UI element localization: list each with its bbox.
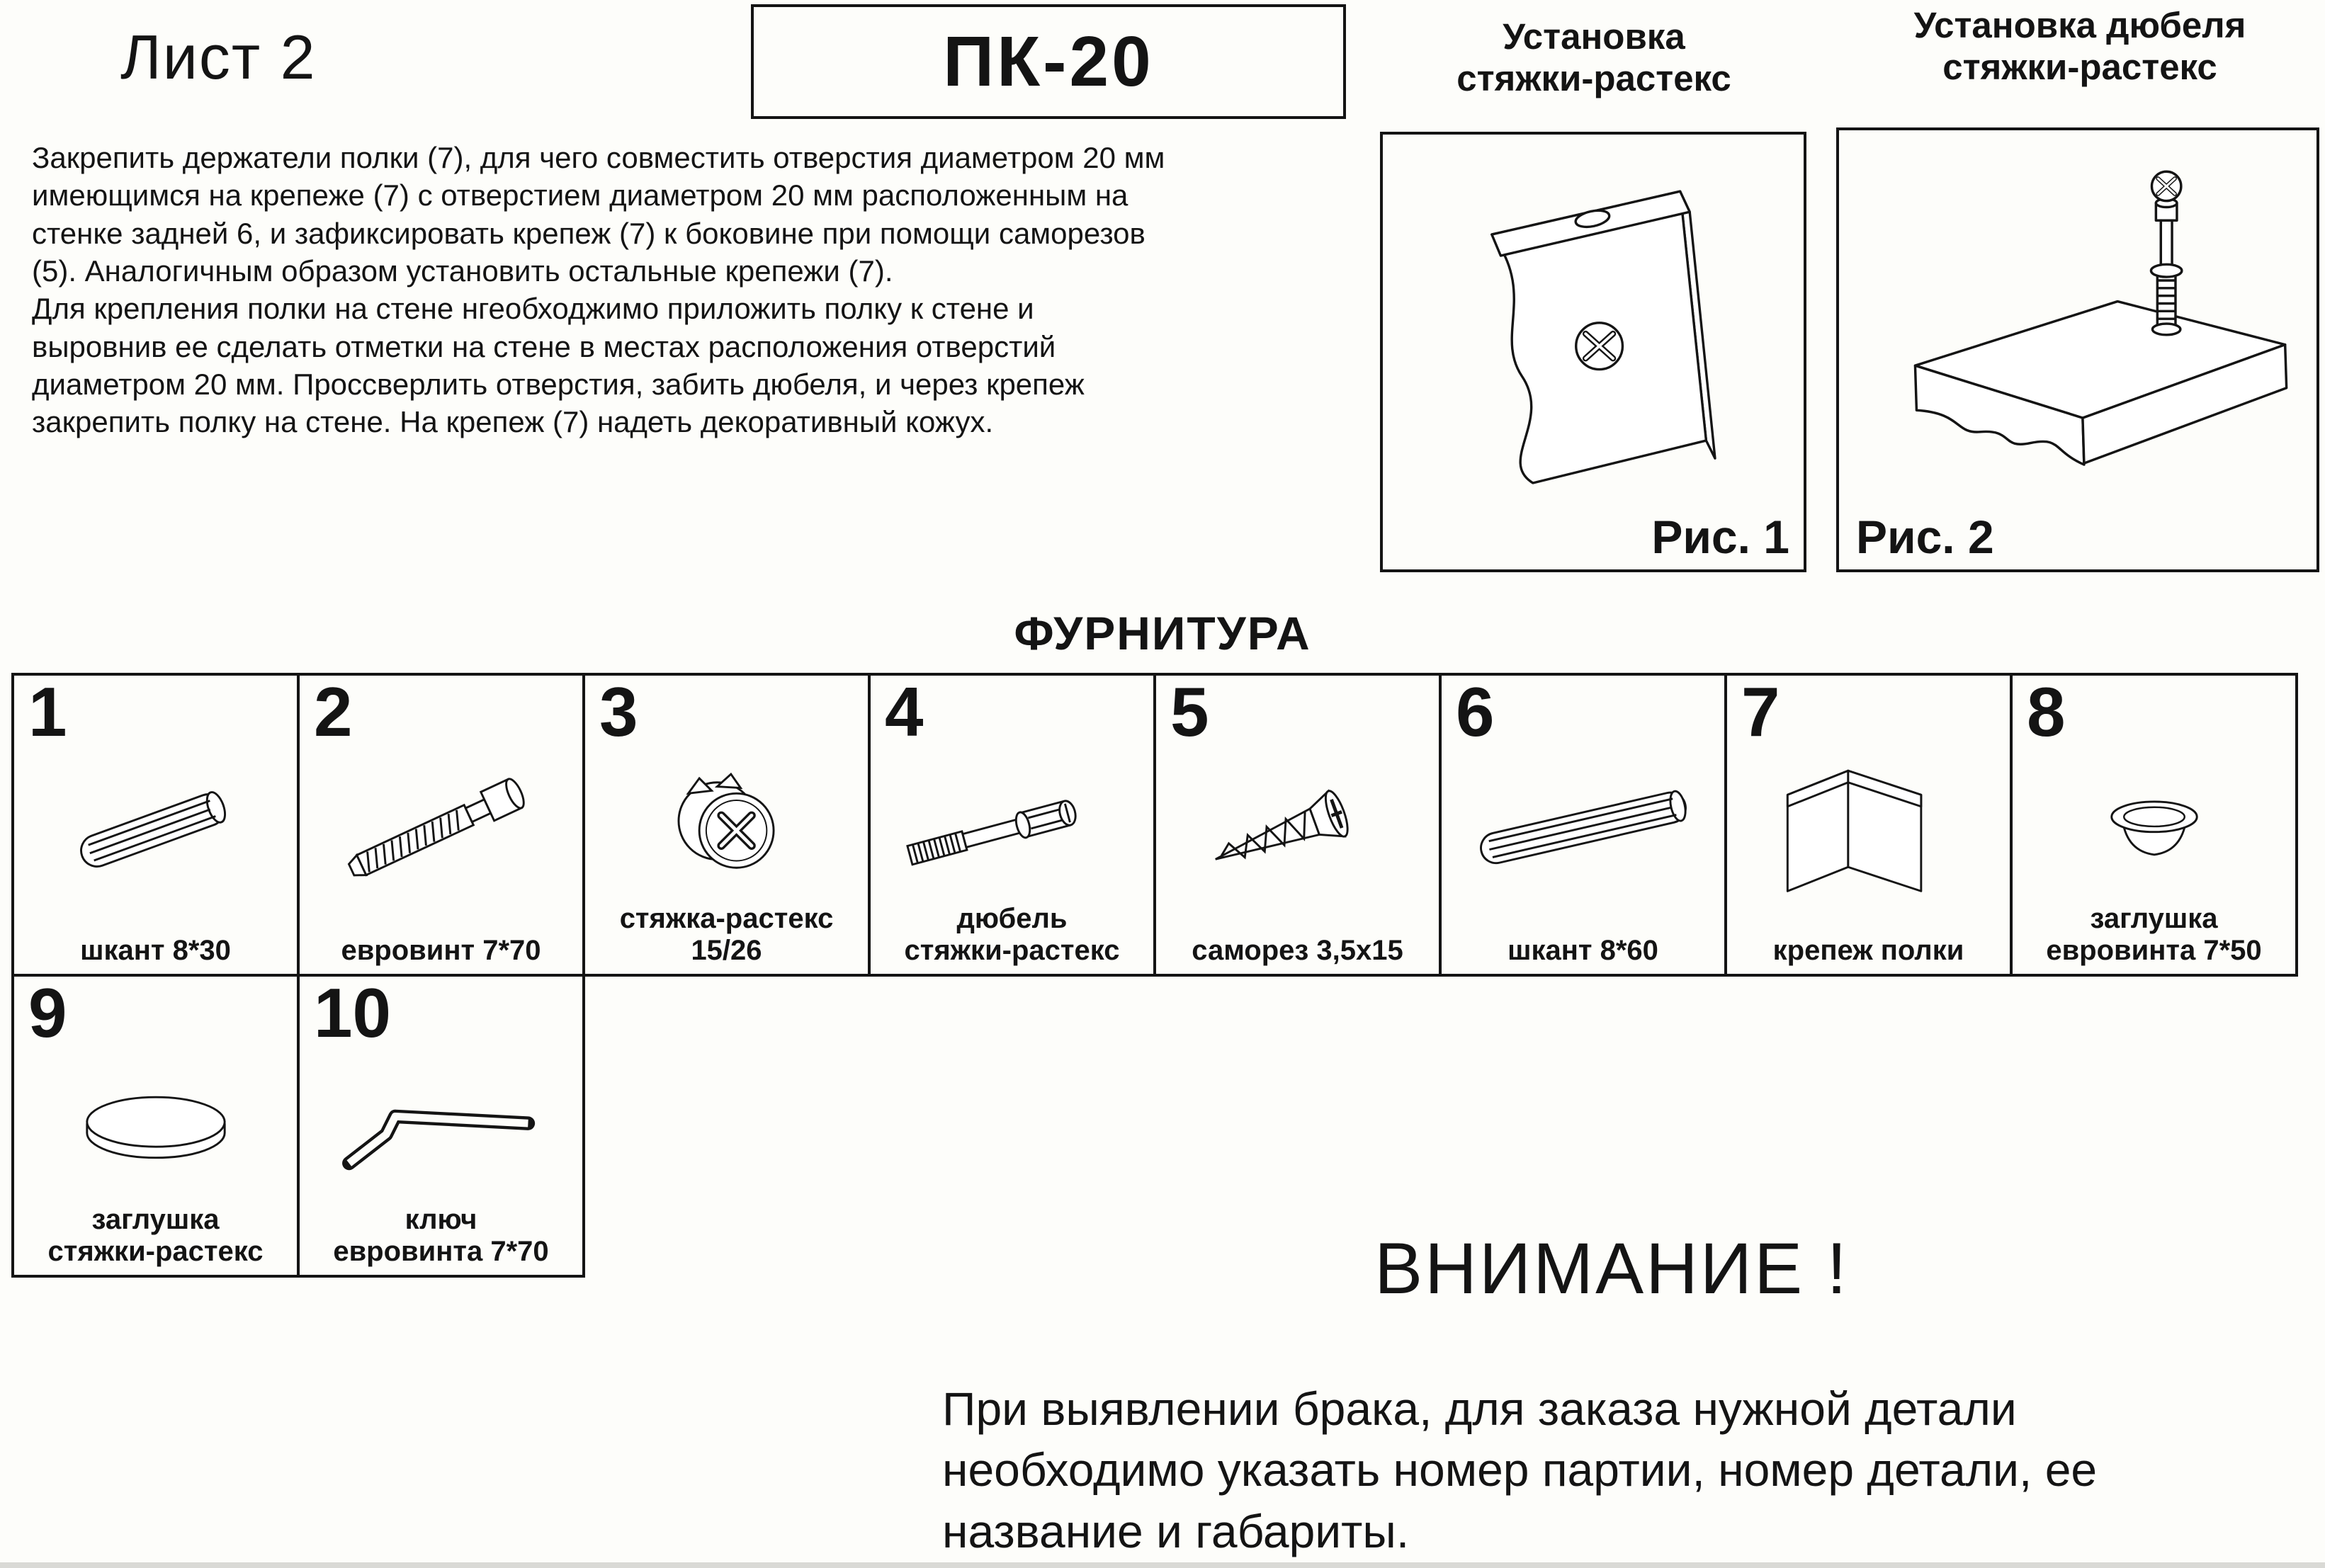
instructions-paragraph-2: Для крепления полки на стене нгеобходжим… (32, 292, 1085, 439)
hardware-item-2: 2 (297, 673, 585, 977)
item-label: шкант 8*30 (80, 935, 231, 967)
scan-edge-artifact (0, 1562, 2325, 1568)
item-label: евровинт 7*70 (341, 935, 541, 967)
item-label: дюбель стяжки-растекс (904, 903, 1120, 967)
item-label: заглушка евровинта 7*50 (2046, 903, 2262, 967)
fig1-box: Рис. 1 (1380, 132, 1806, 572)
cam-dowel-installation-drawing-icon (1913, 170, 2288, 466)
hardware-item-10: 10 ключ евровинта 7*70 (297, 974, 585, 1278)
hardware-row-2: 9 заглушка стяжки-растекс 10 (11, 974, 585, 1278)
item-number: 1 (28, 673, 67, 751)
item-number: 7 (1741, 673, 1780, 751)
item-number: 2 (314, 673, 353, 751)
item-label: ключ евровинта 7*70 (333, 1204, 549, 1268)
fig1-title: Установка стяжки-растекс (1456, 16, 1731, 99)
hardware-item-9: 9 заглушка стяжки-растекс (11, 974, 300, 1278)
assembly-instructions: Закрепить держатели полки (7), для чего … (32, 139, 1392, 441)
hardware-item-5: 5 саморез 3,5х15 (1153, 673, 1442, 977)
attention-text: При выявлении брака, для заказа нужной д… (942, 1382, 2098, 1557)
item-number: 4 (885, 673, 924, 751)
hardware-item-4: 4 (868, 673, 1156, 977)
item-label: шкант 8*60 (1507, 935, 1658, 967)
hardware-item-7: 7 крепеж полки (1724, 673, 2013, 977)
item-number: 9 (28, 974, 67, 1052)
product-code-box: ПК-20 (751, 4, 1346, 119)
hardware-row-1: 1 шкант 8*30 2 (11, 673, 2298, 977)
hardware-item-3: 3 (582, 673, 871, 977)
item-number: 10 (314, 974, 392, 1052)
item-label: заглушка стяжки-растекс (47, 1204, 264, 1268)
cam-lock-icon (677, 772, 775, 869)
item-label: стяжка-растекс 15/26 (619, 903, 834, 967)
euro-screw-icon (347, 778, 525, 877)
fig2-caption: Рис. 2 (1856, 511, 1994, 563)
sheet-title: Лист 2 (120, 22, 317, 92)
hardware-item-8: 8 заглушка евровинта 7*50 (2010, 673, 2298, 977)
hex-key-icon (341, 1109, 535, 1171)
fig1-caption: Рис. 1 (1651, 511, 1789, 563)
item-number: 8 (2027, 673, 2066, 751)
item-number: 5 (1170, 673, 1209, 751)
cam-dowel-icon (905, 800, 1077, 866)
euro-screw-cap-icon (2110, 800, 2198, 856)
hardware-item-1: 1 шкант 8*30 (11, 673, 300, 977)
item-label: саморез 3,5х15 (1192, 935, 1403, 967)
item-number: 3 (599, 673, 638, 751)
instructions-paragraph-1: Закрепить держатели полки (7), для чего … (32, 141, 1165, 288)
item-label: крепеж полки (1772, 935, 1964, 967)
dowel-long-icon (1479, 790, 1687, 865)
attention-title: ВНИМАНИЕ ! (1374, 1228, 1849, 1309)
fig2-box: Рис. 2 (1836, 127, 2319, 572)
self-tapping-screw-icon (1214, 789, 1349, 860)
fig2-title: Установка дюбеля стяжки-растекс (1913, 5, 2246, 88)
dowel-short-icon (79, 791, 226, 868)
shelf-bracket-icon (1786, 769, 1922, 892)
cam-lock-installation-drawing-icon (1490, 190, 1716, 484)
hardware-section-title: ФУРНИТУРА (1014, 607, 1311, 659)
cam-cap-icon (85, 1096, 226, 1159)
hardware-item-6: 6 шкант 8*60 (1439, 673, 1727, 977)
product-code: ПК-20 (943, 21, 1154, 101)
item-number: 6 (1456, 673, 1495, 751)
